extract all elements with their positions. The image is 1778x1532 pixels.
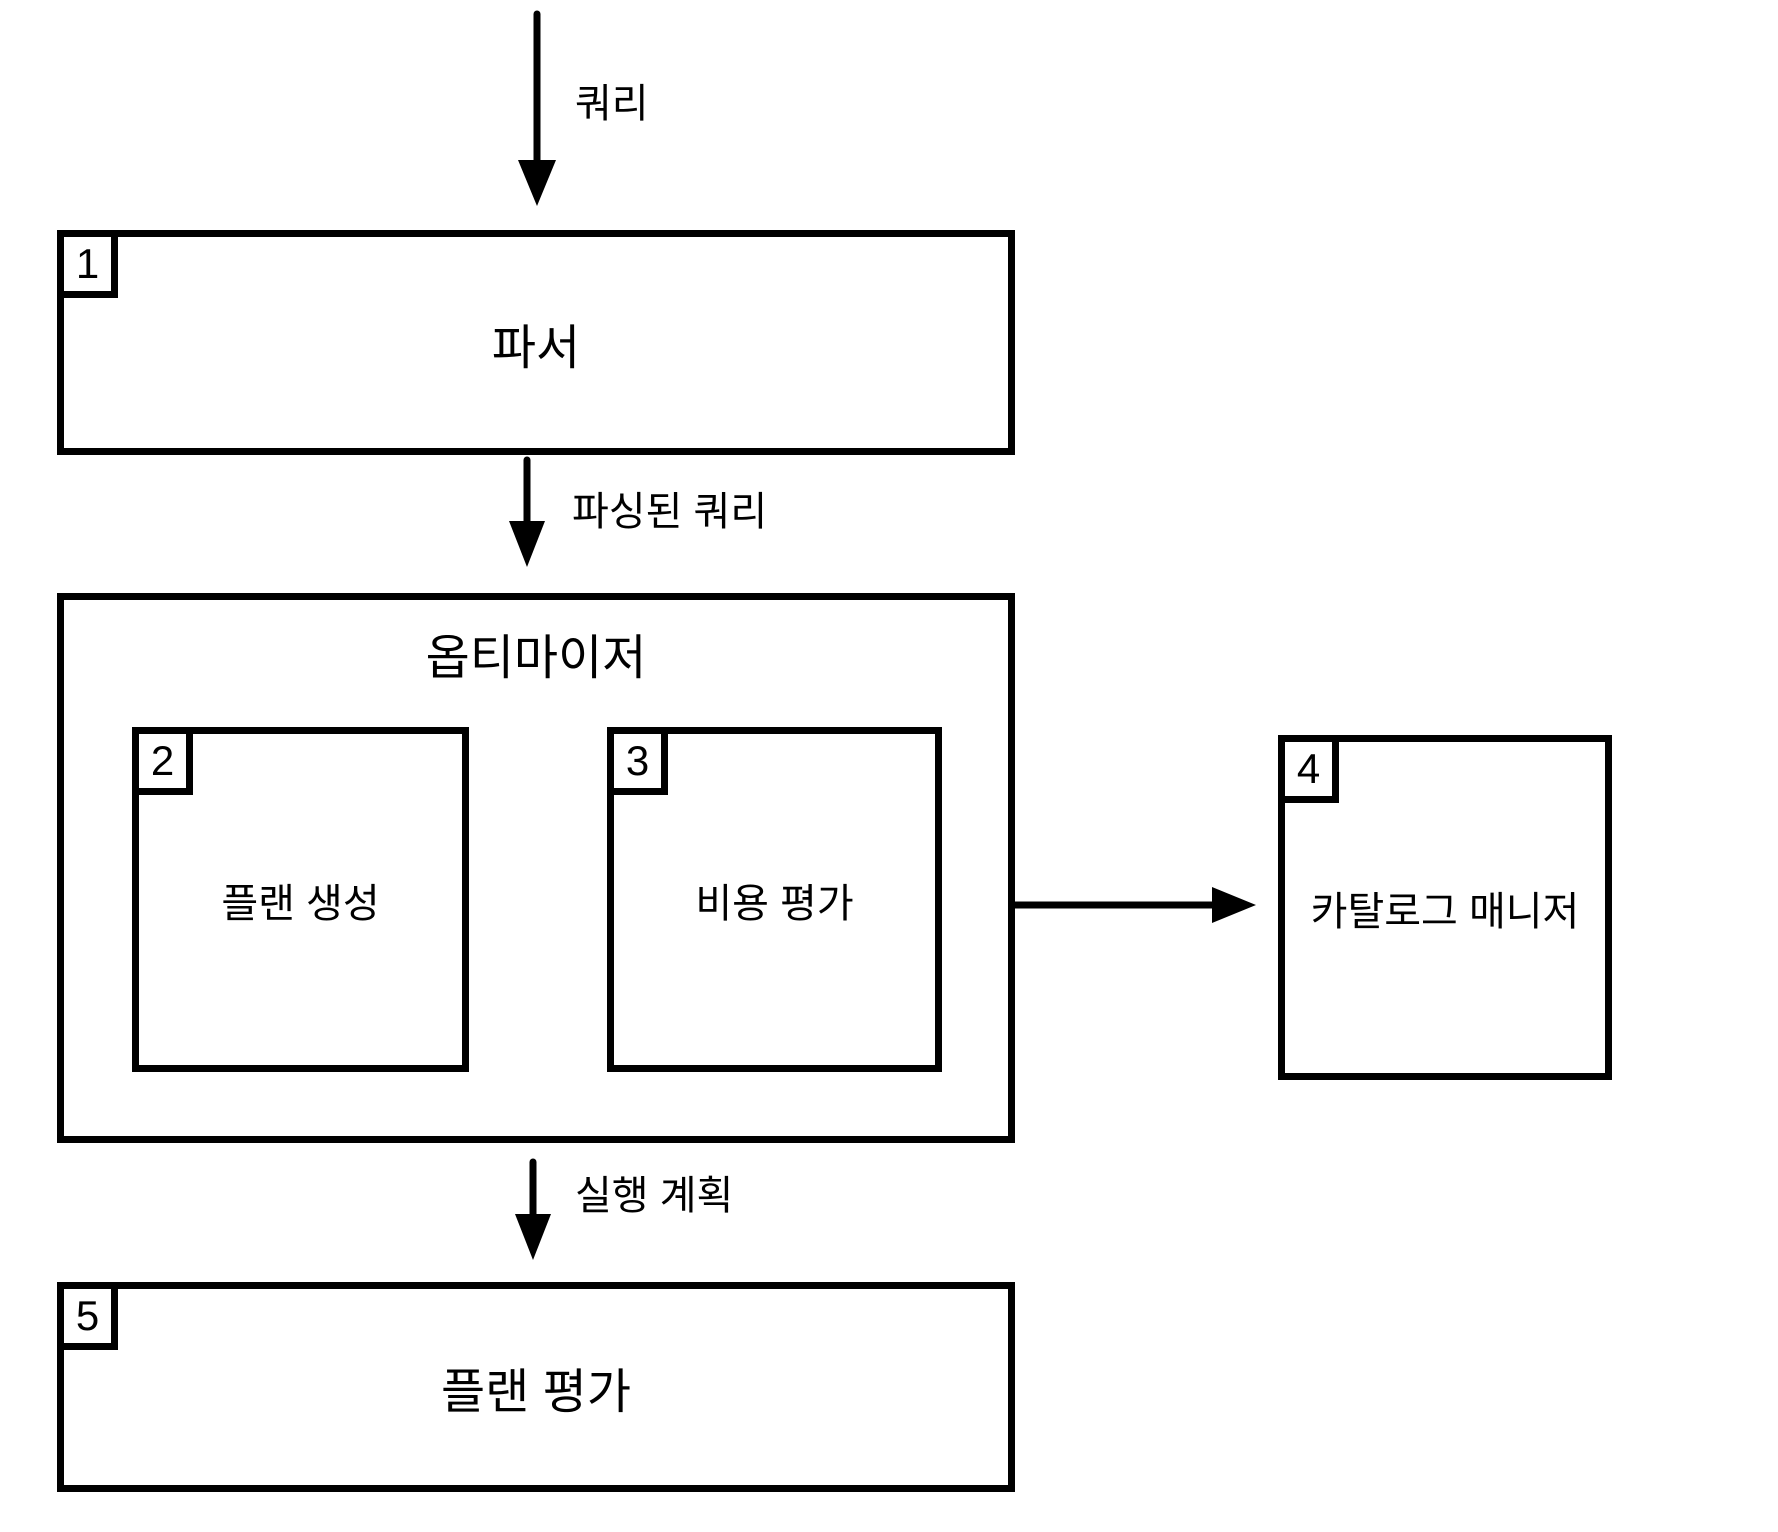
cost-evaluation-number-badge: 3: [607, 727, 668, 795]
optimizer-box: 옵티마이저 2 플랜 생성 3 비용 평가: [57, 593, 1015, 1143]
plan-evaluation-box: 5 플랜 평가: [57, 1282, 1015, 1492]
cost-evaluation-label: 비용 평가: [695, 881, 854, 926]
parsed-query-arrow-label: 파싱된 쿼리: [572, 490, 768, 534]
parser-number-badge: 1: [57, 230, 118, 298]
catalog-manager-number-badge: 4: [1278, 735, 1339, 803]
execution-plan-arrow-label: 실행 계획: [575, 1174, 734, 1218]
parser-label: 파서: [491, 321, 581, 375]
optimizer-label: 옵티마이저: [425, 632, 647, 685]
execution-plan-arrow: [515, 1158, 551, 1260]
plan-evaluation-number-badge: 5: [57, 1282, 118, 1350]
catalog-arrowhead-icon: [1212, 887, 1256, 923]
execution-plan-arrowhead-icon: [515, 1214, 551, 1260]
catalog-manager-box: 4 카탈로그 매니저: [1278, 735, 1612, 1080]
plan-generation-box: 2 플랜 생성: [132, 727, 469, 1072]
plan-generation-label: 플랜 생성: [221, 881, 380, 926]
catalog-manager-label: 카탈로그 매니저: [1310, 889, 1580, 934]
query-arrow-label: 쿼리: [575, 82, 649, 126]
parser-box: 1 파서: [57, 230, 1015, 455]
cost-evaluation-box: 3 비용 평가: [607, 727, 942, 1072]
query-arrow: [518, 10, 556, 206]
parsed-query-arrowhead-icon: [509, 521, 545, 567]
parsed-query-arrow: [509, 456, 545, 567]
plan-generation-number-badge: 2: [132, 727, 193, 795]
query-arrowhead-icon: [518, 160, 556, 206]
plan-evaluation-label: 플랜 평가: [441, 1366, 631, 1419]
